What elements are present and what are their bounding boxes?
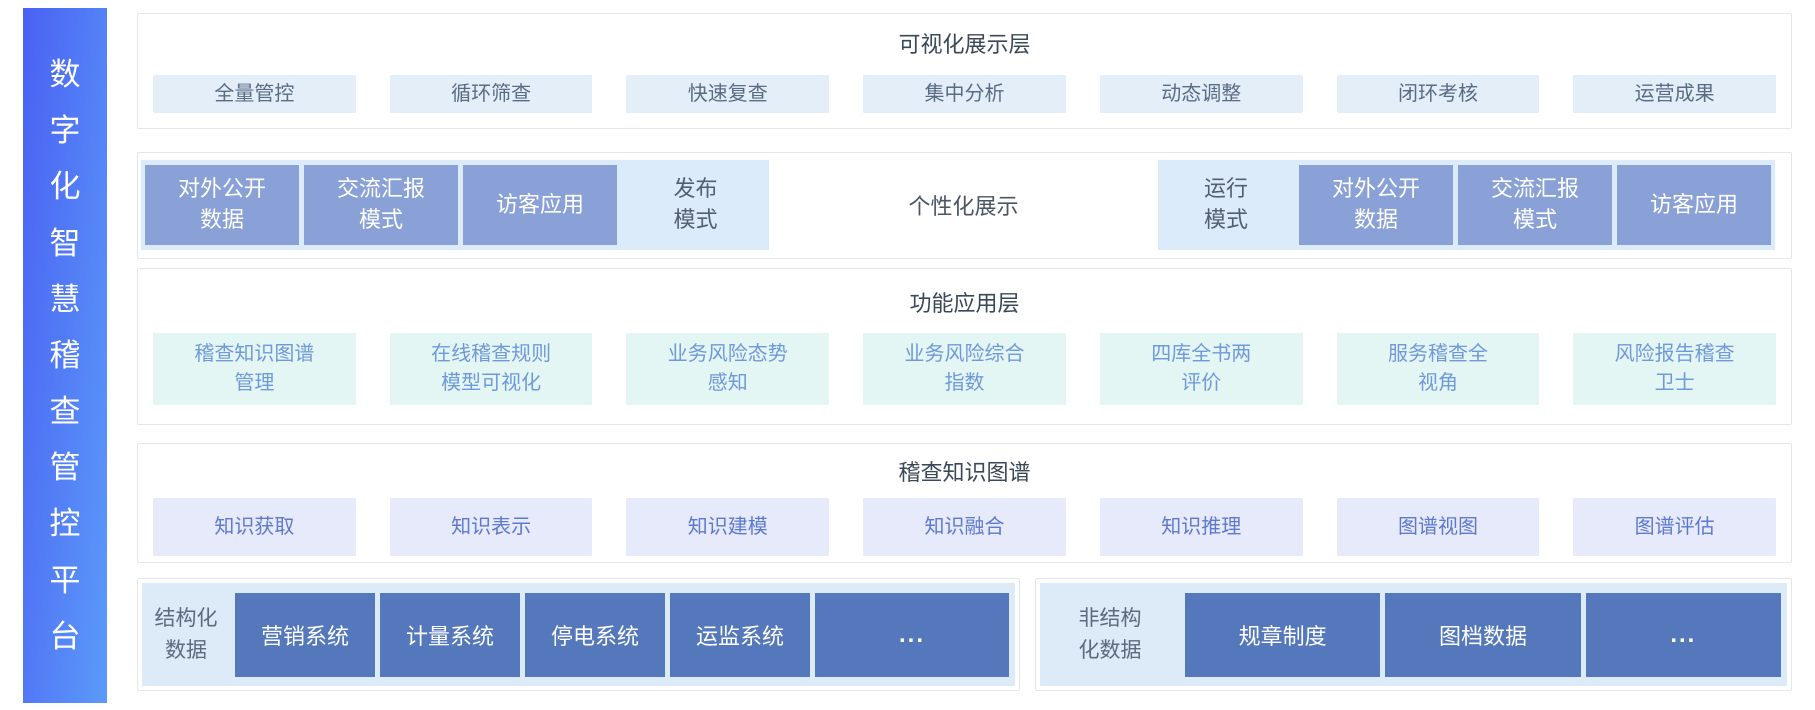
platform-title-char: 字 bbox=[49, 113, 81, 149]
visualization-layer-item: 运营成果 bbox=[1573, 75, 1777, 113]
personalized-display-label: 个性化展示 bbox=[908, 194, 1019, 219]
visualization-layer-items: 全量管控循环筛查快速复查集中分析动态调整闭环考核运营成果 bbox=[138, 75, 1791, 113]
knowledge-graph-item: 图谱评估 bbox=[1573, 498, 1777, 556]
visualization-layer-item: 闭环考核 bbox=[1336, 75, 1540, 113]
function-layer-title: 功能应用层 bbox=[909, 291, 1020, 316]
knowledge-graph-item: 知识获取 bbox=[153, 498, 356, 556]
unstructured-data-box: ... bbox=[1585, 592, 1781, 677]
platform-title-char: 管 bbox=[49, 450, 81, 486]
knowledge-graph-item: 知识融合 bbox=[863, 498, 1066, 556]
visualization-layer-item: 集中分析 bbox=[863, 75, 1066, 113]
running-mode-box: 访客应用 bbox=[1617, 165, 1771, 245]
platform-title-char: 数 bbox=[49, 57, 81, 93]
visualization-layer-item: 快速复查 bbox=[626, 75, 830, 113]
running-mode-box: 对外公开 数据 bbox=[1299, 165, 1453, 245]
visualization-layer-item: 循环筛查 bbox=[389, 75, 593, 113]
running-mode-group: 运行 模式 对外公开 数据交流汇报 模式访客应用 bbox=[1158, 160, 1775, 250]
platform-title-char: 台 bbox=[49, 618, 81, 654]
platform-title-char: 化 bbox=[49, 169, 81, 205]
knowledge-graph-items: 知识获取知识表示知识建模知识融合知识推理图谱视图图谱评估 bbox=[138, 498, 1791, 556]
visualization-layer-title: 可视化展示层 bbox=[898, 32, 1031, 57]
unstructured-data-box: 规章制度 bbox=[1185, 592, 1381, 677]
platform-title-bar: 数字化智慧稽查管控平台 bbox=[23, 8, 107, 703]
running-mode-label: 运行 模式 bbox=[1203, 176, 1248, 232]
publish-mode-box: 访客应用 bbox=[463, 165, 617, 245]
platform-title-char: 控 bbox=[49, 506, 81, 542]
structured-data-group: 结构化 数据 营销系统计量系统停电系统运监系统... bbox=[142, 583, 1015, 686]
function-layer-item: 服务稽查全 视角 bbox=[1336, 333, 1540, 405]
visualization-layer-panel: 可视化展示层 全量管控循环筛查快速复查集中分析动态调整闭环考核运营成果 bbox=[137, 13, 1792, 129]
unstructured-data-label: 非结构 化数据 bbox=[1078, 607, 1142, 662]
structured-data-box: 计量系统 bbox=[380, 592, 520, 677]
function-layer-item: 业务风险综合 指数 bbox=[863, 333, 1066, 405]
knowledge-graph-panel: 稽查知识图谱 知识获取知识表示知识建模知识融合知识推理图谱视图图谱评估 bbox=[137, 443, 1792, 563]
function-layer-item: 风险报告稽查 卫士 bbox=[1573, 333, 1777, 405]
knowledge-graph-item: 知识建模 bbox=[626, 498, 830, 556]
unstructured-data-group: 非结构 化数据 规章制度图档数据... bbox=[1040, 583, 1787, 686]
knowledge-graph-item: 知识推理 bbox=[1099, 498, 1303, 556]
platform-title-char: 查 bbox=[49, 394, 81, 430]
function-layer-item: 业务风险态势 感知 bbox=[626, 333, 830, 405]
knowledge-graph-title: 稽查知识图谱 bbox=[898, 460, 1031, 485]
structured-data-label: 结构化 数据 bbox=[154, 607, 218, 662]
knowledge-graph-item: 图谱视图 bbox=[1336, 498, 1540, 556]
publish-mode-label: 发布 模式 bbox=[673, 176, 718, 232]
structured-data-box: ... bbox=[815, 592, 1009, 677]
unstructured-data-box: 图档数据 bbox=[1385, 592, 1581, 677]
structured-data-box: 营销系统 bbox=[235, 592, 375, 677]
knowledge-graph-item: 知识表示 bbox=[389, 498, 593, 556]
function-layer-item: 稽查知识图谱 管理 bbox=[153, 333, 356, 405]
function-layer-items: 稽查知识图谱 管理在线稽查规则 模型可视化业务风险态势 感知业务风险综合 指数四… bbox=[138, 333, 1791, 405]
publish-mode-box: 对外公开 数据 bbox=[145, 165, 299, 245]
publish-mode-group: 对外公开 数据交流汇报 模式访客应用 发布 模式 bbox=[141, 160, 769, 250]
function-layer-item: 在线稽查规则 模型可视化 bbox=[389, 333, 593, 405]
display-mode-panel: 对外公开 数据交流汇报 模式访客应用 发布 模式 个性化展示 运行 模式 对外公… bbox=[137, 152, 1792, 259]
running-mode-box: 交流汇报 模式 bbox=[1458, 165, 1612, 245]
platform-title-char: 平 bbox=[49, 562, 81, 598]
visualization-layer-item: 全量管控 bbox=[153, 75, 356, 113]
platform-title-char: 慧 bbox=[49, 281, 81, 317]
visualization-layer-item: 动态调整 bbox=[1099, 75, 1303, 113]
function-layer-item: 四库全书两 评价 bbox=[1099, 333, 1303, 405]
platform-title-char: 智 bbox=[49, 225, 81, 261]
function-layer-panel: 功能应用层 稽查知识图谱 管理在线稽查规则 模型可视化业务风险态势 感知业务风险… bbox=[137, 268, 1792, 425]
platform-title-char: 稽 bbox=[49, 337, 81, 373]
structured-data-box: 停电系统 bbox=[525, 592, 665, 677]
structured-data-box: 运监系统 bbox=[670, 592, 810, 677]
unstructured-data-panel: 非结构 化数据 规章制度图档数据... bbox=[1035, 578, 1792, 691]
publish-mode-box: 交流汇报 模式 bbox=[304, 165, 458, 245]
structured-data-panel: 结构化 数据 营销系统计量系统停电系统运监系统... bbox=[137, 578, 1020, 691]
